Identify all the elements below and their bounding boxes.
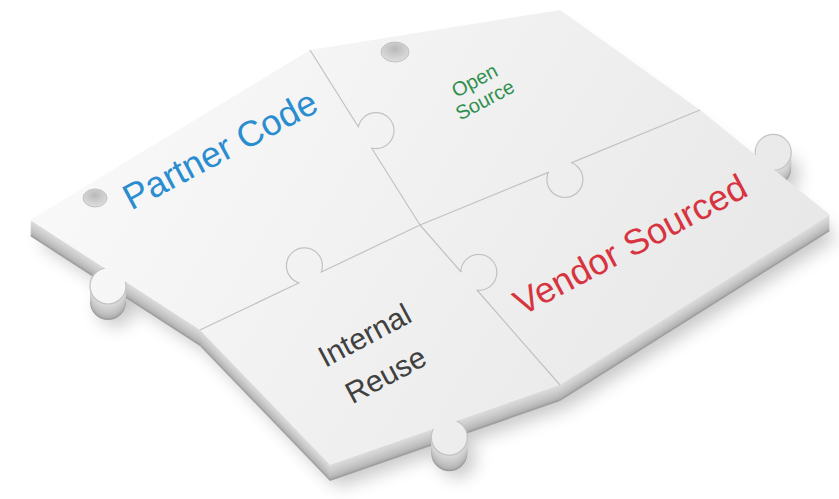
puzzle-piece: Partner Code [111, 78, 328, 222]
puzzle-piece: Vendor Sourced [502, 162, 758, 327]
piece-label: Vendor Sourced [506, 166, 753, 324]
piece-label: Open Source [441, 56, 518, 125]
piece-tops [30, 10, 830, 465]
socket [381, 42, 409, 62]
socket [83, 189, 107, 207]
puzzle-piece: Internal Reuse [305, 288, 445, 422]
piece-label: Internal Reuse [310, 292, 441, 418]
puzzle-piece: Open Source [437, 52, 523, 128]
piece-face [200, 225, 560, 465]
piece-label: Partner Code [116, 81, 324, 218]
